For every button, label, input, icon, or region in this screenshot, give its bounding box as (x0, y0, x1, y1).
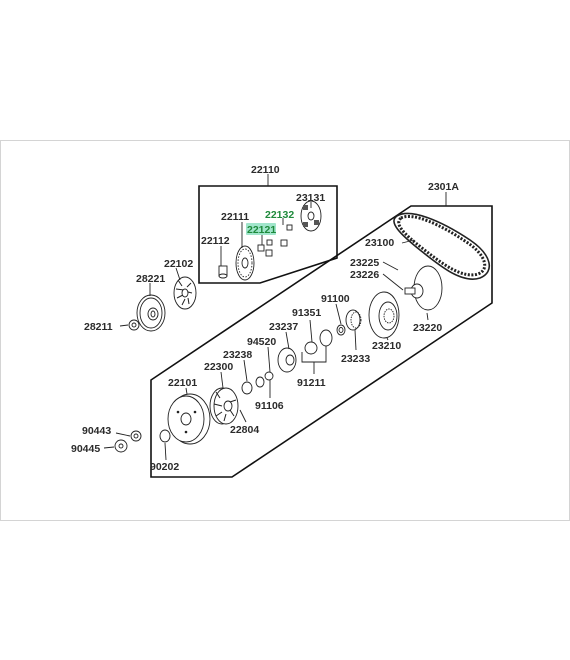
label-90445[interactable]: 90445 (71, 443, 100, 455)
variator-ramp-plate (300, 200, 322, 232)
leader-lines (103, 174, 447, 461)
drive-face-group-outline (198, 185, 338, 284)
label-23210[interactable]: 23210 (372, 340, 401, 352)
movable-drive-face (235, 245, 255, 281)
label-23233[interactable]: 23233 (341, 353, 370, 365)
label-22112[interactable]: 22112 (201, 235, 230, 247)
label-23220[interactable]: 23220 (413, 322, 442, 334)
fixed-driven-face (404, 265, 443, 311)
label-22102[interactable]: 22102 (164, 258, 193, 270)
label-23238[interactable]: 23238 (223, 349, 252, 361)
clutch-outer (167, 393, 211, 445)
label-91211[interactable]: 91211 (297, 377, 326, 389)
roller-weights (257, 224, 293, 257)
driven-assembly-group-outline (150, 205, 493, 478)
label-22101[interactable]: 22101 (168, 377, 197, 389)
label-22300[interactable]: 22300 (204, 361, 233, 373)
spring-seat-parts (304, 309, 362, 355)
label-22111[interactable]: 22111 (221, 211, 249, 223)
label-90443[interactable]: 90443 (82, 425, 111, 437)
starter-gear (136, 294, 166, 332)
fan-drive-face (173, 276, 197, 310)
washer-90443 (130, 430, 142, 442)
washer-90445 (114, 439, 128, 453)
clutch-assembly (209, 387, 239, 425)
starter-washer-nut (128, 319, 140, 331)
label-23100[interactable]: 23100 (365, 237, 394, 249)
label-94520[interactable]: 94520 (247, 336, 276, 348)
label-2301A[interactable]: 2301A (428, 181, 459, 193)
movable-driven-face (368, 291, 400, 339)
label-23226[interactable]: 23226 (350, 269, 379, 281)
label-91351[interactable]: 91351 (292, 307, 321, 319)
label-22132[interactable]: 22132 (265, 209, 294, 221)
label-22110[interactable]: 22110 (251, 164, 280, 176)
label-22804[interactable]: 22804 (230, 424, 259, 436)
highlight-22121 (246, 223, 276, 235)
circlip-90202 (159, 429, 171, 443)
drive-belt (393, 212, 491, 280)
label-91106[interactable]: 91106 (255, 400, 284, 412)
label-23131[interactable]: 23131 (296, 192, 325, 204)
label-23237[interactable]: 23237 (269, 321, 298, 333)
label-22121[interactable]: 22121 (247, 224, 276, 236)
label-28221[interactable]: 28221 (136, 273, 165, 285)
label-28211[interactable]: 28211 (84, 321, 113, 333)
label-23225[interactable]: 23225 (350, 257, 379, 269)
label-91100[interactable]: 91100 (321, 293, 350, 305)
drive-face-bush (218, 265, 228, 279)
clutch-nut-washers (241, 347, 297, 395)
label-90202[interactable]: 90202 (150, 461, 179, 473)
